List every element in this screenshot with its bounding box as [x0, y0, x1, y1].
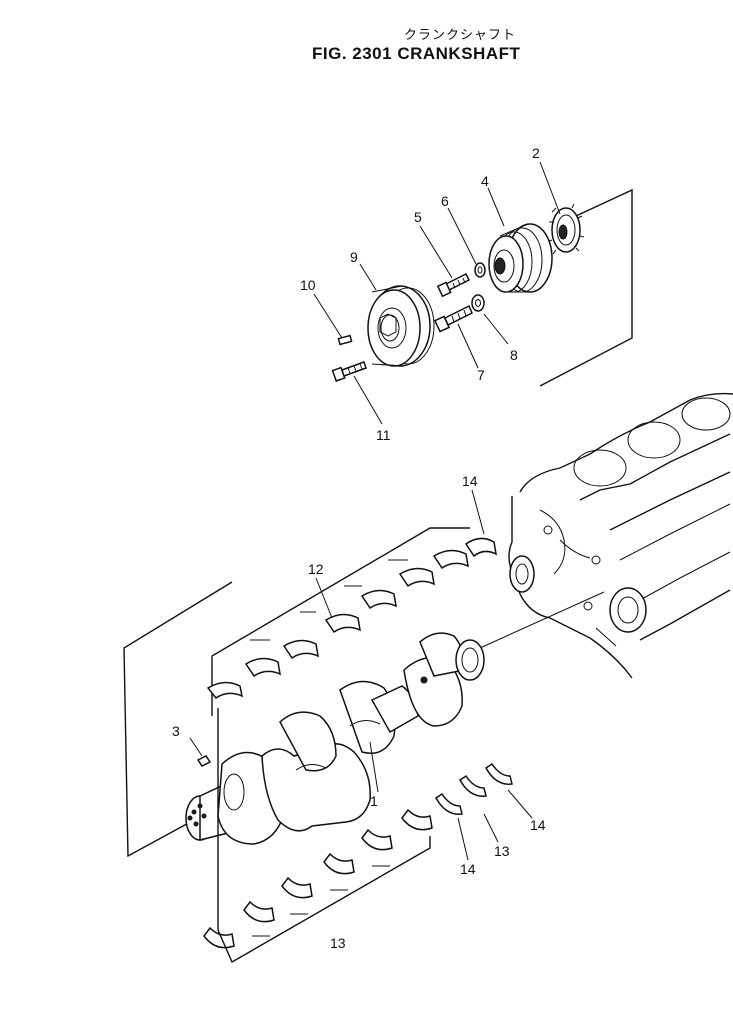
dowel-pin	[337, 334, 353, 346]
crank-axis-line	[479, 591, 605, 649]
callout-2: 2	[532, 145, 540, 161]
washer-upper	[474, 262, 486, 278]
left-group-bracket	[123, 581, 233, 858]
callout-3: 3	[172, 723, 180, 739]
callout-14-lower: 14	[460, 861, 476, 877]
callout-10: 10	[300, 277, 316, 293]
leader-lines	[189, 161, 561, 861]
callout-13-lower: 13	[330, 935, 346, 951]
callout-8: 8	[510, 347, 518, 363]
callout-12: 12	[308, 561, 324, 577]
callout-11: 11	[376, 427, 391, 443]
cylinder-block	[508, 392, 733, 679]
figure-title-japanese: クランクシャフト	[404, 28, 517, 43]
figure-title: FIG. 2301 CRANKSHAFT	[312, 44, 521, 63]
thrust-washers	[435, 762, 513, 815]
callout-14-right: 14	[530, 817, 546, 833]
washer-lower	[471, 294, 485, 312]
lower-bearing-bracket	[217, 708, 431, 963]
callout-6: 6	[441, 193, 449, 209]
crankshaft-key	[196, 755, 212, 767]
bolt-lower	[433, 304, 473, 333]
callout-13-right: 13	[494, 843, 510, 859]
callout-5: 5	[414, 209, 422, 225]
pulley-bolt	[331, 361, 367, 382]
upper-bearing-shells	[206, 537, 497, 700]
callout-4: 4	[481, 173, 489, 189]
upper-group-bracket	[539, 188, 633, 387]
crank-gear	[546, 203, 585, 255]
callout-1: 1	[370, 793, 378, 809]
damper-pulley	[367, 285, 435, 367]
pulley-hub	[488, 223, 553, 293]
lower-bearing-shells	[203, 808, 433, 949]
callout-7: 7	[477, 367, 485, 383]
bolt-upper	[436, 272, 471, 298]
callout-14-top: 14	[462, 473, 478, 489]
crankshaft	[185, 632, 485, 845]
callout-9: 9	[350, 249, 358, 265]
